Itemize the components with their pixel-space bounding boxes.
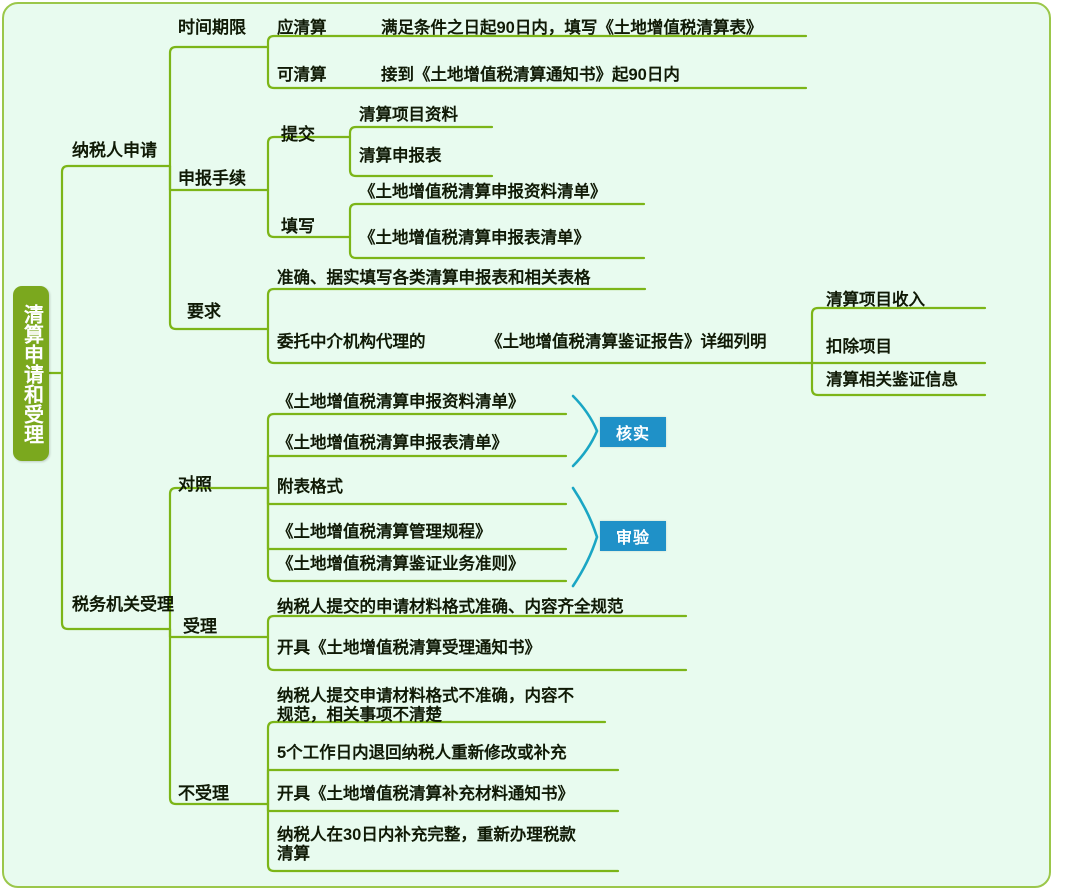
leaf-verification-info[interactable]: 清算相关鉴证信息 <box>826 371 958 389</box>
root-node-label: 清算申请和受理 <box>20 303 43 444</box>
leaf-settlement-project-materials[interactable]: 清算项目资料 <box>359 106 458 124</box>
node-comparison[interactable]: 对照 <box>178 475 212 494</box>
leaf-management-rules[interactable]: 《土地增值税清算管理规程》 <box>277 523 492 541</box>
branch-taxpayer-application[interactable]: 纳税人申请 <box>72 141 157 160</box>
leaf-declaration-form-list[interactable]: 《土地增值税清算申报表清单》 <box>359 229 590 247</box>
node-not-accepted[interactable]: 不受理 <box>178 784 229 803</box>
leaf-project-income[interactable]: 清算项目收入 <box>826 291 925 309</box>
leaf-verification-report-detail[interactable]: 《土地增值税清算鉴证报告》详细列明 <box>486 333 767 351</box>
leaf-materials-compliant[interactable]: 纳税人提交的申请材料格式准确、内容齐全规范 <box>277 598 624 616</box>
leaf-label-should-settle[interactable]: 应清算 <box>277 19 327 37</box>
leaf-attachment-format[interactable]: 附表格式 <box>277 478 343 496</box>
leaf-text-may-settle[interactable]: 接到《土地增值税清算通知书》起90日内 <box>381 66 680 84</box>
node-filing-procedure[interactable]: 申报手续 <box>178 169 246 188</box>
root-node[interactable]: 清算申请和受理 <box>13 286 49 461</box>
node-fill-in[interactable]: 填写 <box>281 217 315 236</box>
leaf-compare-material-list[interactable]: 《土地增值税清算申报资料清单》 <box>277 393 525 411</box>
leaf-verification-standards[interactable]: 《土地增值税清算鉴证业务准则》 <box>277 555 525 573</box>
leaf-deduction-items[interactable]: 扣除项目 <box>826 338 892 356</box>
leaf-supplement-within-30-days[interactable]: 纳税人在30日内补充完整，重新办理税款 清算 <box>277 826 576 863</box>
branch-tax-authority-acceptance[interactable]: 税务机关受理 <box>72 595 174 614</box>
node-submit[interactable]: 提交 <box>281 125 315 144</box>
leaf-text-should-settle[interactable]: 满足条件之日起90日内，填写《土地增值税清算表》 <box>381 19 763 37</box>
leaf-label-may-settle[interactable]: 可清算 <box>277 66 327 84</box>
node-requirements[interactable]: 要求 <box>187 302 221 321</box>
leaf-declaration-material-list[interactable]: 《土地增值税清算申报资料清单》 <box>359 183 607 201</box>
leaf-issue-acceptance-notice[interactable]: 开具《土地增值税清算受理通知书》 <box>277 639 541 657</box>
leaf-settlement-declaration-form[interactable]: 清算申报表 <box>359 147 442 165</box>
node-accepted[interactable]: 受理 <box>183 617 217 636</box>
leaf-agency-entrusted[interactable]: 委托中介机构代理的 <box>277 333 426 351</box>
badge-verify[interactable]: 核实 <box>600 417 666 447</box>
leaf-compare-form-list[interactable]: 《土地增值税清算申报表清单》 <box>277 434 508 452</box>
leaf-materials-noncompliant[interactable]: 纳税人提交申请材料格式不准确，内容不 规范，相关事项不清楚 <box>277 687 574 724</box>
leaf-accurate-filling[interactable]: 准确、据实填写各类清算申报表和相关表格 <box>277 269 591 287</box>
leaf-return-within-5-days[interactable]: 5个工作日内退回纳税人重新修改或补充 <box>277 744 567 762</box>
leaf-issue-supplement-notice[interactable]: 开具《土地增值税清算补充材料通知书》 <box>277 785 574 803</box>
badge-audit[interactable]: 审验 <box>600 521 666 551</box>
node-time-limit[interactable]: 时间期限 <box>178 18 246 37</box>
